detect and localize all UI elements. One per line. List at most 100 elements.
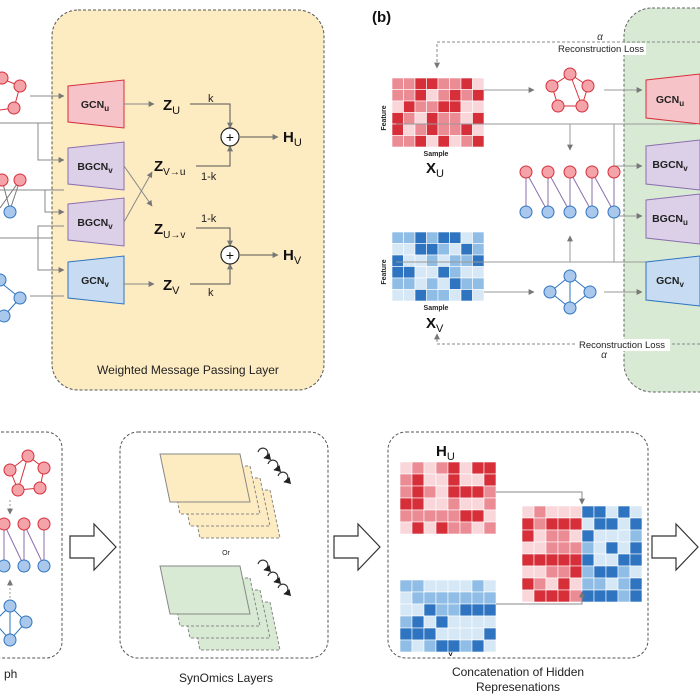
input-graph-v — [0, 273, 27, 323]
heatmap-cell — [605, 589, 619, 603]
heatmap-cell — [605, 553, 619, 567]
heatmap-cell — [399, 497, 413, 511]
heatmap-cell — [391, 77, 404, 90]
bgcn-v-label-top: BGCNv — [77, 161, 113, 175]
heatmap-cell — [460, 112, 473, 125]
heatmap-cell — [411, 473, 425, 487]
h-u-heatmap — [399, 461, 497, 535]
heatmap-cell — [521, 577, 535, 591]
heatmap-cell — [581, 505, 595, 519]
sample-label-top: Sample — [424, 151, 449, 158]
heatmap-cell — [399, 615, 413, 629]
heatmap-cell — [449, 266, 462, 279]
concat-caption-line-2: Represenations — [476, 680, 560, 694]
heatmap-cell — [437, 135, 450, 148]
heatmap-cell — [581, 553, 595, 567]
heatmap-cell — [459, 461, 473, 475]
svg-text:BGCNv: BGCNv — [652, 159, 688, 173]
heatmap-cell — [449, 100, 462, 113]
heatmap-cell — [435, 509, 449, 523]
heatmap-cell — [483, 497, 497, 511]
heatmap-cell — [471, 615, 485, 629]
bgcn-v-label-bottom: BGCNv — [77, 217, 113, 231]
heatmap-cell — [403, 266, 416, 279]
heatmap-cell — [557, 529, 571, 543]
heatmap-cell — [411, 591, 425, 605]
heatmap-cell — [629, 589, 643, 603]
heatmap-cell — [449, 254, 462, 267]
heatmap-cell — [629, 577, 643, 591]
heatmap-cell — [414, 266, 427, 279]
heatmap-cell — [399, 603, 413, 617]
heatmap-cell — [593, 541, 607, 555]
heatmap-cell — [459, 591, 473, 605]
heatmap-cell — [581, 589, 595, 603]
concatenated-heatmap — [521, 505, 643, 603]
node-v — [17, 559, 31, 573]
loop-arrow-icon — [257, 559, 272, 573]
heatmap-cell — [399, 509, 413, 523]
concatenation-box — [387, 431, 649, 659]
heatmap-cell — [437, 77, 450, 90]
heatmap-cell — [581, 577, 595, 591]
heatmap-cell — [411, 509, 425, 523]
x-u-heatmap — [391, 77, 485, 148]
synomics-sheet — [159, 565, 251, 615]
heatmap-cell — [447, 639, 461, 653]
heatmap-cell — [569, 505, 583, 519]
heatmap-cell — [403, 135, 416, 148]
heatmap-cell — [545, 553, 559, 567]
heatmap-cell — [423, 461, 437, 475]
heatmap-cell — [447, 461, 461, 475]
heatmap-cell — [533, 553, 547, 567]
heatmap-cell — [569, 517, 583, 531]
heatmap-cell — [447, 591, 461, 605]
heatmap-cell — [403, 289, 416, 302]
heatmap-cell — [605, 565, 619, 579]
heatmap-cell — [399, 639, 413, 653]
heatmap-cell — [483, 473, 497, 487]
heatmap-cell — [459, 509, 473, 523]
bgcn-v-block-bottom: BGCNv — [67, 197, 125, 247]
heatmap-cell — [472, 77, 485, 90]
heatmap-cell — [459, 639, 473, 653]
heatmap-cell — [471, 497, 485, 511]
bgcn-u-block-b: BGCNu — [645, 193, 700, 245]
heatmap-cell — [423, 615, 437, 629]
heatmap-cell — [557, 577, 571, 591]
heatmap-cell — [426, 254, 439, 267]
node-u — [541, 165, 555, 179]
synomics-box — [119, 431, 329, 659]
heatmap-cell — [593, 553, 607, 567]
x-u-label: XU — [426, 160, 444, 180]
graph-box — [0, 431, 63, 659]
heatmap-cell — [460, 77, 473, 90]
heatmap-cell — [472, 277, 485, 290]
heatmap-cell — [545, 577, 559, 591]
big-arrow-3 — [651, 522, 699, 572]
heatmap-cell — [569, 541, 583, 555]
heatmap-cell — [449, 243, 462, 256]
heatmap-cell — [399, 591, 413, 605]
bottom-row: ph Or SynOmics Layers HU HV Concatenatio… — [0, 431, 699, 694]
heatmap-cell — [593, 565, 607, 579]
heatmap-cell — [521, 517, 535, 531]
feature-label-bottom: Feature — [381, 259, 388, 284]
heatmap-cell — [471, 485, 485, 499]
heatmap-cell — [399, 579, 413, 593]
heatmap-cell — [414, 112, 427, 125]
heatmap-cell — [483, 509, 497, 523]
gcn-u-block-b: GCNu — [645, 73, 700, 125]
heatmap-cell — [414, 254, 427, 267]
sum-node-top — [220, 127, 240, 147]
heatmap-cell — [414, 123, 427, 136]
heatmap-cell — [399, 461, 413, 475]
heatmap-cell — [533, 565, 547, 579]
heatmap-cell — [426, 112, 439, 125]
heatmap-cell — [414, 135, 427, 148]
heatmap-cell — [437, 100, 450, 113]
heatmap-cell — [411, 521, 425, 535]
heatmap-cell — [472, 266, 485, 279]
heatmap-cell — [447, 603, 461, 617]
heatmap-cell — [435, 521, 449, 535]
